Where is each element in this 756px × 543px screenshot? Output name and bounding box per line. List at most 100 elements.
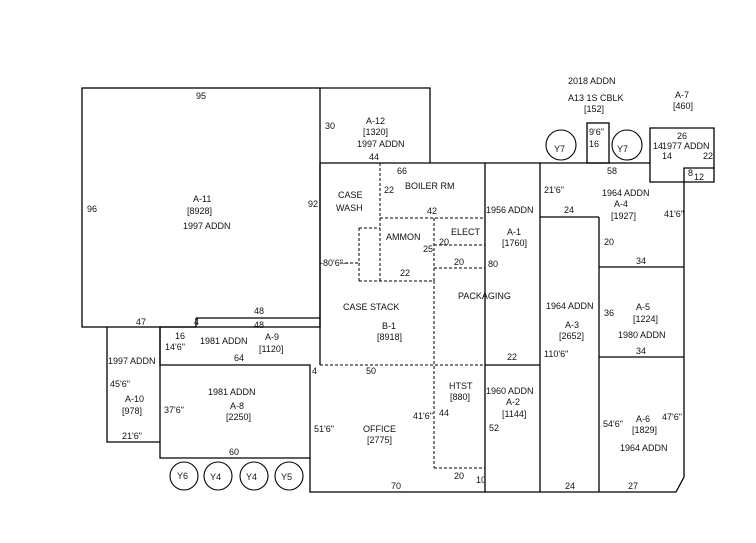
dimension-label: 21'6" <box>544 185 564 195</box>
circle-label-y6: Y6 <box>177 471 188 481</box>
circle-label-y5: Y5 <box>281 472 292 482</box>
dimension-label: 20 <box>604 237 614 247</box>
circle-label-y4a: Y4 <box>210 472 221 482</box>
dimension-label: 42 <box>427 206 437 216</box>
label-ammon: AMMON <box>386 232 421 242</box>
dimension-label: 14 <box>653 141 663 151</box>
dimension-label: 45'6" <box>110 379 130 389</box>
dimension-label: 66 <box>397 166 407 176</box>
room-a13-id: A13 1S CBLK <box>568 93 624 103</box>
dimension-label: 41'6" <box>413 411 433 421</box>
room-a3-addn: 1964 ADDN <box>546 301 594 311</box>
partitions <box>320 163 485 469</box>
room-a11-area: [8928] <box>187 206 212 216</box>
dimension-label: 110'6" <box>544 349 568 359</box>
dimension-label: 25 <box>423 244 433 254</box>
room-b1-area: [8918] <box>377 332 402 342</box>
room-a2-area: [1144] <box>502 409 526 419</box>
dimension-label: 41'6" <box>664 209 684 219</box>
dimension-label: 52 <box>489 423 499 433</box>
room-a3-id: A-3 <box>565 320 579 330</box>
room-a8-area: [2250] <box>226 412 251 422</box>
room-a13-area: [152] <box>584 104 604 114</box>
label-case-stack: CASE STACK <box>343 302 399 312</box>
label-wash: WASH <box>336 203 363 213</box>
label-packaging: PACKAGING <box>458 291 511 301</box>
room-a5-area: [1224] <box>633 314 658 324</box>
dimension-label: 14 <box>662 151 672 161</box>
room-a11-id: A-11 <box>193 194 211 204</box>
dimension-label: 22 <box>384 185 394 195</box>
room-a5-addn: 1980 ADDN <box>618 330 666 340</box>
room-a1-a2-outline <box>485 162 541 493</box>
circle-label-y7a: Y7 <box>554 144 565 154</box>
circle-markers: Y7 Y7 Y6 Y4 Y4 Y5 <box>169 129 643 491</box>
room-office-name: OFFICE <box>363 424 396 434</box>
dimension-label: 26 <box>677 131 687 141</box>
room-a6-addn: 1964 ADDN <box>620 443 668 453</box>
dimension-label: -80'6"-- <box>320 258 349 268</box>
dimension-label: 22 <box>400 268 410 278</box>
room-a1-area: [1760] <box>502 238 527 248</box>
room-a1-addn: 1956 ADDN <box>486 205 534 215</box>
room-a13-outline <box>586 122 610 164</box>
dimension-label: 4 <box>194 317 199 327</box>
room-a12-id: A-12 <box>366 116 385 126</box>
dimension-label: 44 <box>369 152 379 162</box>
circle-marker-y4b <box>239 461 269 491</box>
room-a7-outline <box>649 127 715 168</box>
dimension-label: 21'6" <box>122 431 142 441</box>
room-a7-id: A-7 <box>675 90 689 100</box>
dimension-label: 44 <box>439 408 449 418</box>
room-a1-id: A-1 <box>507 227 521 237</box>
dimension-label: 9'6" <box>589 127 604 137</box>
room-a2-id: A-2 <box>506 397 520 407</box>
dimension-label: 47 <box>136 317 146 327</box>
dimension-label: 48 <box>254 306 264 316</box>
circle-marker-y5 <box>274 461 304 491</box>
room-a12-outline <box>320 87 431 163</box>
room-a8-addn: 1981 ADDN <box>208 387 256 397</box>
room-a2-addn: 1960 ADDN <box>486 386 534 396</box>
label-case: CASE <box>338 190 363 200</box>
room-a12-area: [1320] <box>363 127 388 137</box>
dimension-label: 4 <box>312 366 317 376</box>
dimension-label: 20 <box>454 471 464 481</box>
room-a6-area: [1829] <box>632 425 657 435</box>
dimension-label: 20 <box>454 257 464 267</box>
dimension-label: 37'6" <box>164 405 184 415</box>
room-labels: A-11 [8928] 1997 ADDN A-12 [1320] 1997 A… <box>108 76 710 453</box>
dimension-label: 10 <box>476 475 486 485</box>
dimension-label: 60 <box>229 447 239 457</box>
dimension-label: 80 <box>488 259 498 269</box>
dimension-label: 54'6" <box>603 419 623 429</box>
dimension-label: 95 <box>196 91 206 101</box>
dimension-label: 30 <box>325 121 335 131</box>
room-a11-addn: 1997 ADDN <box>183 221 231 231</box>
room-a8-outline <box>159 365 310 459</box>
dimension-label: 64 <box>234 353 244 363</box>
room-a4-area: [1927] <box>611 211 636 221</box>
circle-marker-y7a <box>545 129 577 161</box>
dimension-label: 96 <box>87 204 97 214</box>
dimension-label: 48 <box>254 320 264 330</box>
dimension-label: 12 <box>694 172 704 182</box>
dimension-label: 92 <box>308 199 318 209</box>
label-elect: ELECT <box>451 227 481 237</box>
dimension-labels: 95 96 92 47 4 48 48 30 44 66 22 42 20 25… <box>87 91 713 491</box>
room-a5-id: A-5 <box>636 302 650 312</box>
room-a10-addn: 1997 ADDN <box>108 356 156 366</box>
room-a10-outline <box>106 327 160 443</box>
room-a13-addn: 2018 ADDN <box>568 76 616 86</box>
dimension-label: 70 <box>391 481 401 491</box>
room-a10-id: A-10 <box>125 394 144 404</box>
circle-label-y7b: Y7 <box>617 144 628 154</box>
label-boiler-rm: BOILER RM <box>405 181 455 191</box>
room-a4-addn: 1964 ADDN <box>602 188 650 198</box>
dimension-label: 8 <box>688 168 693 178</box>
room-a12-addn: 1997 ADDN <box>357 139 405 149</box>
dimension-label: 47'6" <box>662 412 682 422</box>
circle-label-y4b: Y4 <box>246 472 257 482</box>
dimension-label: 16 <box>175 331 185 341</box>
room-htst-name: HTST <box>449 381 473 391</box>
